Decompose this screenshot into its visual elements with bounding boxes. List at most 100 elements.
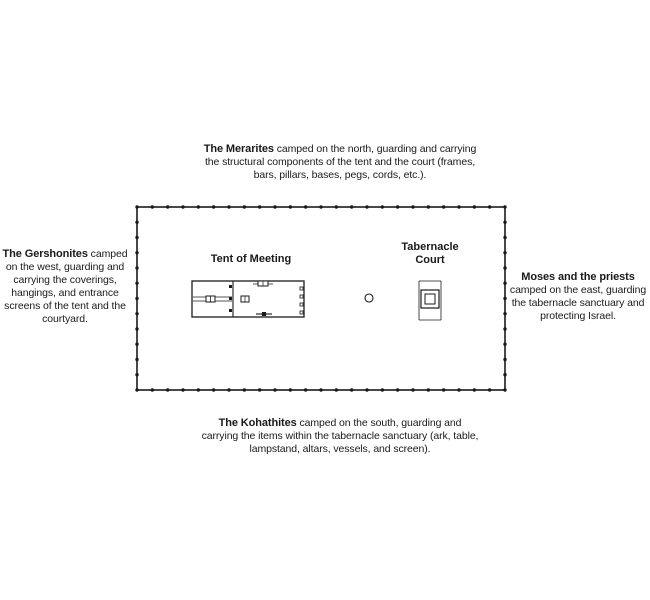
courtyard-post — [349, 205, 354, 209]
veil-pillar-icon — [229, 285, 232, 288]
veil-pillar-icon — [229, 309, 232, 312]
courtyard-post — [457, 388, 461, 392]
courtyard-post — [273, 388, 277, 392]
courtyard-post — [135, 357, 139, 362]
courtyard-post — [181, 388, 185, 392]
courtyard-post — [503, 388, 507, 392]
court-label-line1: Tabernacle — [401, 241, 459, 253]
merarites-caption: The Merarites camped on the north, guard… — [200, 143, 480, 182]
courtyard-post — [503, 312, 507, 316]
courtyard-post — [181, 205, 185, 209]
courtyard-post — [503, 296, 507, 301]
courtyard-post — [487, 388, 492, 392]
courtyard-post — [487, 205, 492, 209]
courtyard-post — [196, 205, 201, 209]
courtyard-post — [303, 388, 308, 392]
moses-priests-name: Moses and the priests — [521, 271, 635, 283]
courtyard-post — [365, 388, 369, 392]
moses-priests-description: camped on the east, guarding the taberna… — [509, 284, 647, 322]
courtyard-post — [227, 388, 231, 392]
courtyard-post — [457, 205, 461, 209]
courtyard-post — [303, 205, 308, 209]
courtyard-post — [503, 235, 507, 240]
courtyard-post — [472, 205, 477, 209]
courtyard-post — [503, 342, 507, 346]
courtyard-post — [135, 251, 139, 255]
courtyard-post — [211, 388, 216, 392]
tent-outline — [191, 280, 305, 318]
courtyard-post — [503, 327, 507, 331]
courtyard-post — [135, 220, 139, 224]
courtyard-post — [334, 388, 339, 392]
courtyard-post — [135, 205, 139, 209]
courtyard-post — [503, 281, 507, 285]
kohathites-name: The Kohathites — [218, 417, 297, 429]
courtyard-post — [135, 373, 139, 377]
courtyard-post — [503, 266, 507, 270]
courtyard-post — [150, 388, 155, 392]
courtyard-post — [257, 388, 262, 392]
courtyard-post — [365, 205, 369, 209]
entrance-pillar-icon — [299, 310, 304, 315]
merarites-name: The Merarites — [203, 143, 274, 155]
courtyard-post — [135, 296, 139, 301]
veil-pillar-icon — [229, 297, 232, 300]
courtyard-post — [135, 342, 139, 346]
courtyard-post — [257, 205, 262, 209]
entrance-pillar-icon — [299, 286, 304, 291]
kohathites-description: camped on the south, guarding and carryi… — [201, 417, 479, 455]
gershonites-caption: The Gershonites camped on the west, guar… — [0, 248, 130, 326]
courtyard-post — [380, 205, 385, 209]
courtyard-post — [135, 235, 139, 240]
courtyard-post — [319, 388, 323, 392]
courtyard-post — [242, 388, 247, 392]
courtyard-post — [273, 205, 277, 209]
courtyard-post — [135, 388, 139, 392]
courtyard-post — [380, 388, 385, 392]
courtyard-post — [426, 388, 431, 392]
gershonites-name: The Gershonites — [2, 248, 88, 260]
courtyard-posts — [135, 205, 507, 392]
courtyard-post — [426, 205, 431, 209]
courtyard-post — [150, 205, 155, 209]
courtyard-post — [319, 205, 323, 209]
entrance-pillar-icon — [299, 302, 304, 307]
courtyard-post — [135, 327, 139, 331]
kohathites-caption: The Kohathites camped on the south, guar… — [200, 417, 480, 456]
courtyard-post — [135, 312, 139, 316]
courtyard-post — [242, 205, 247, 209]
entrance-pillar-icon — [299, 294, 304, 299]
courtyard-post — [227, 205, 231, 209]
court-label-line2: Court — [415, 254, 445, 266]
courtyard-post — [411, 205, 415, 209]
courtyard-post — [503, 205, 507, 209]
courtyard-post — [503, 357, 507, 362]
courtyard-post — [165, 388, 170, 392]
courtyard-post — [334, 205, 339, 209]
courtyard-post — [472, 388, 477, 392]
courtyard-post — [196, 388, 201, 392]
courtyard-post — [503, 251, 507, 255]
merarites-description: camped on the north, guarding and carryi… — [204, 143, 477, 181]
courtyard-post — [411, 388, 415, 392]
altar-of-burnt-offering — [418, 280, 442, 321]
gershonites-description: camped on the west, guarding and carryin… — [4, 248, 128, 325]
courtyard-post — [135, 281, 139, 285]
courtyard-post — [395, 205, 400, 209]
laver-icon — [364, 293, 374, 303]
courtyard-post — [288, 205, 293, 209]
courtyard-post — [503, 373, 507, 377]
courtyard-post — [349, 388, 354, 392]
courtyard-post — [441, 388, 446, 392]
tent-of-meeting-label: Tent of Meeting — [210, 253, 292, 265]
courtyard-post — [211, 205, 216, 209]
tent-of-meeting — [191, 280, 305, 318]
courtyard-post — [395, 388, 400, 392]
courtyard-post — [503, 220, 507, 224]
courtyard-post — [135, 266, 139, 270]
courtyard-post — [288, 388, 293, 392]
courtyard-post — [165, 205, 170, 209]
